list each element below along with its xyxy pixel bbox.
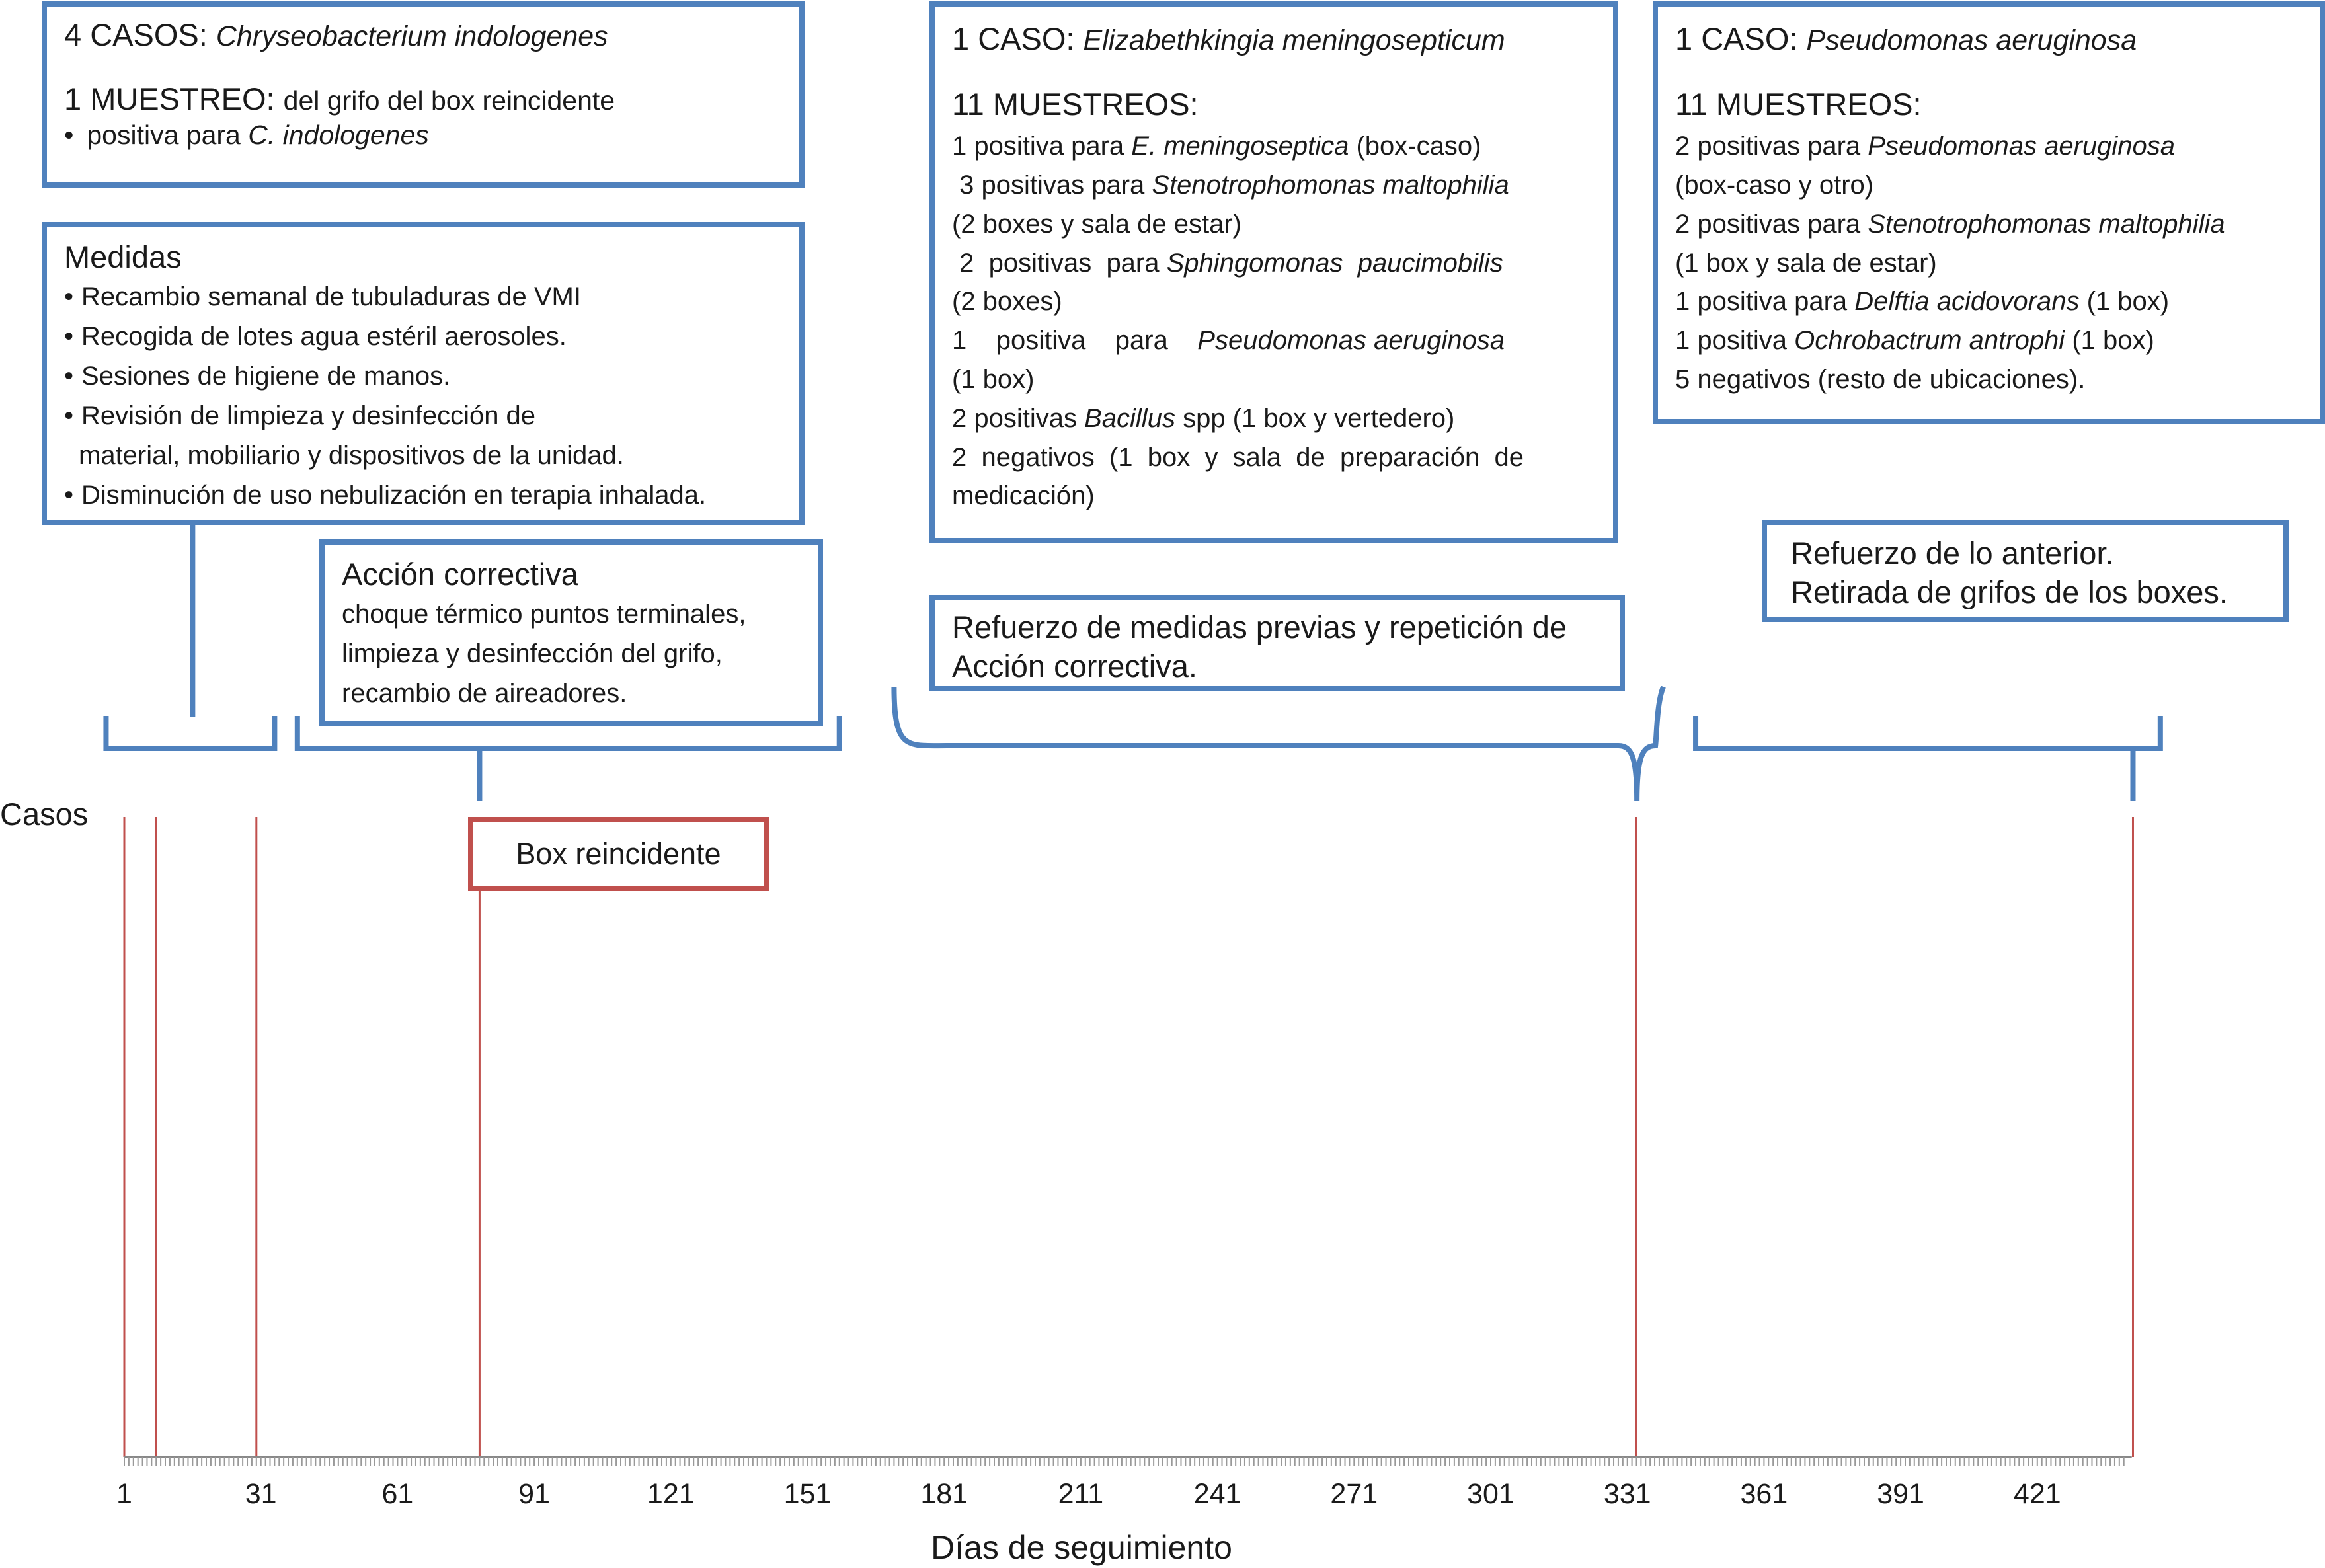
- species-name: Pseudomonas aeruginosa: [1868, 132, 2176, 161]
- muestreo-detail: del grifo del box reincidente: [283, 85, 615, 116]
- result-location: medicación): [952, 481, 1095, 511]
- x-tick-label: 361: [1741, 1478, 1788, 1510]
- muestreos-count: 11 MUESTREOS:: [952, 87, 1199, 122]
- accion-line: limpieza y desinfección del grifo,: [342, 639, 723, 669]
- medida-item: Revisión de limpieza y desinfección de: [64, 396, 782, 436]
- casos-elizabethkingia-box: 1 CASO: Elizabethkingia meningosepticum …: [929, 1, 1618, 543]
- result-text: 2 positivas para: [952, 248, 1167, 278]
- muestreos-count: 11 MUESTREOS:: [1675, 87, 1922, 122]
- result-text: 2 negativos (1 box y sala de preparación…: [952, 442, 1524, 472]
- refuerzo-line: Acción correctiva.: [952, 648, 1197, 684]
- medida-item-continued: material, mobiliario y dispositivos de l…: [79, 441, 624, 471]
- refuerzo-line: Retirada de grifos de los boxes.: [1791, 574, 2228, 609]
- result-text: 3 positivas para: [952, 171, 1152, 200]
- species-name: Pseudomonas aeruginosa: [1806, 24, 2137, 56]
- x-tick-label: 121: [647, 1478, 695, 1510]
- casos-pseudomonas-box: 1 CASO: Pseudomonas aeruginosa 11 MUESTR…: [1653, 1, 2325, 424]
- x-tick-label: 151: [784, 1478, 832, 1510]
- species-name: Stenotrophomonas maltophilia: [1152, 171, 1509, 200]
- casos-chryseobacterium-box: 4 CASOS: Chryseobacterium indologenes 1 …: [42, 1, 805, 188]
- x-tick-label: 391: [1877, 1478, 1924, 1510]
- muestreo-count: 1 MUESTREO:: [64, 81, 284, 117]
- accion-correctiva-box: Acción correctiva choque térmico puntos …: [319, 539, 823, 726]
- refuerzo-line: Refuerzo de lo anterior.: [1791, 535, 2114, 570]
- x-tick-label: 421: [2014, 1478, 2061, 1510]
- medida-item: Recogida de lotes agua estéril aerosoles…: [64, 317, 782, 356]
- result-location: (box-caso): [1349, 132, 1481, 161]
- casos-count: 1 CASO:: [952, 21, 1084, 56]
- y-axis-label: Casos: [0, 797, 88, 832]
- x-axis: 1 31 61 91 121 151 181 211 241 271 301 331 361 391 421: [116, 1456, 2132, 1510]
- x-tick-label: 1: [116, 1478, 132, 1510]
- bracket: [1693, 716, 2163, 751]
- bracket: [294, 716, 842, 751]
- result-text: 5 negativos (resto de ubicaciones).: [1675, 365, 2086, 395]
- x-tick-label: 31: [245, 1478, 277, 1510]
- species-name: Sphingomonas paucimobilis: [1166, 248, 1503, 278]
- species-name: Bacillus: [1084, 403, 1175, 433]
- species-name: C. indologenes: [248, 119, 429, 150]
- x-tick-label: 61: [381, 1478, 413, 1510]
- species-name: E. meningoseptica: [1131, 132, 1349, 161]
- accion-line: choque térmico puntos terminales,: [342, 600, 746, 629]
- species-name: Elizabethkingia meningosepticum: [1083, 24, 1505, 56]
- result-prefix: positiva para: [87, 119, 249, 150]
- case-lines: [123, 817, 2134, 1457]
- box-reincidente-label: Box reincidente: [468, 817, 769, 891]
- result-location: (1 box): [2065, 326, 2154, 356]
- result-location: (2 boxes): [952, 287, 1062, 317]
- medida-item: Disminución de uso nebulización en terap…: [64, 475, 782, 515]
- species-name: Pseudomonas aeruginosa: [1197, 326, 1505, 356]
- species-name: Delftia acidovorans: [1854, 287, 2080, 317]
- result-text: 2 positivas para: [1675, 132, 1868, 161]
- result-location: spp (1 box y vertedero): [1175, 403, 1455, 433]
- refuerzo-line: Refuerzo de medidas previas y repetición…: [952, 609, 1567, 645]
- medida-item: Sesiones de higiene de manos.: [64, 356, 782, 396]
- result-text: 2 positivas para: [1675, 209, 1868, 239]
- result-location: (1 box y sala de estar): [1675, 248, 1937, 278]
- medidas-title: Medidas: [64, 239, 182, 274]
- bracket: [103, 716, 278, 751]
- medida-item: Recambio semanal de tubuladuras de VMI: [64, 277, 782, 317]
- result-location: (box-caso y otro): [1675, 171, 1874, 200]
- x-tick-label: 211: [1058, 1478, 1104, 1510]
- result-text: 1 positiva: [1675, 326, 1795, 356]
- accion-title: Acción correctiva: [342, 557, 578, 592]
- curly-bracket: [891, 686, 1666, 802]
- casos-count: 1 CASO:: [1675, 21, 1807, 56]
- x-tick-label: 181: [920, 1478, 968, 1510]
- x-tick-label: 331: [1604, 1478, 1651, 1510]
- x-axis-label: Días de seguimiento: [931, 1529, 1232, 1566]
- result-text: 2 positivas: [952, 403, 1085, 433]
- result-text: 1 positiva para: [952, 132, 1132, 161]
- medidas-box: Medidas Recambio semanal de tubuladuras …: [42, 222, 805, 525]
- result-location: (2 boxes y sala de estar): [952, 209, 1241, 239]
- result-text: 1 positiva para: [952, 326, 1198, 356]
- refuerzo-retirada-box: Refuerzo de lo anterior. Retirada de gri…: [1762, 520, 2289, 622]
- bracket-group: [103, 522, 2163, 802]
- x-tick-label: 241: [1194, 1478, 1241, 1510]
- refuerzo-medidas-box: Refuerzo de medidas previas y repetición…: [929, 595, 1625, 691]
- species-name: Chryseobacterium indologenes: [216, 20, 608, 52]
- species-name: Ochrobactrum antrophi: [1794, 326, 2065, 356]
- result-location: (1 box): [952, 365, 1035, 395]
- x-tick-label: 271: [1330, 1478, 1378, 1510]
- result-text: 1 positiva para: [1675, 287, 1855, 317]
- x-tick-label: 301: [1467, 1478, 1515, 1510]
- box-reincidente-text: Box reincidente: [516, 836, 721, 871]
- accion-line: recambio de aireadores.: [342, 679, 627, 709]
- casos-count: 4 CASOS:: [64, 17, 216, 52]
- x-tick-label: 91: [518, 1478, 550, 1510]
- species-name: Stenotrophomonas maltophilia: [1868, 209, 2225, 239]
- result-location: (1 box): [2079, 287, 2170, 317]
